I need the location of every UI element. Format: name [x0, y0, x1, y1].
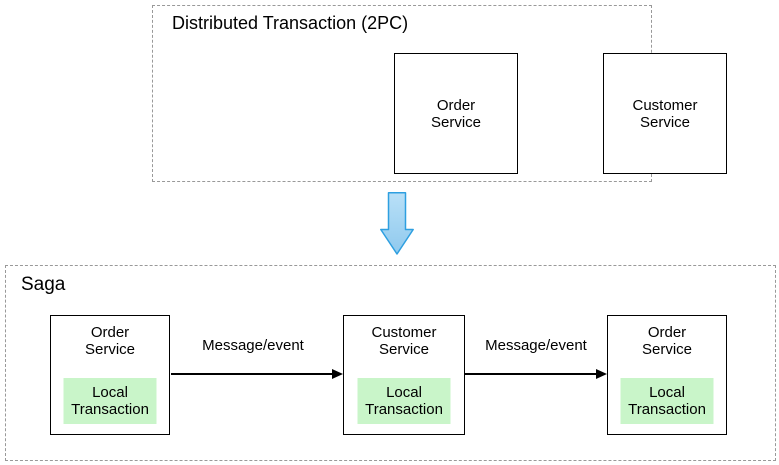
local-transaction-box-3: Local Transaction	[620, 378, 714, 424]
edge-message-event-2-arrowhead-icon	[596, 369, 607, 379]
group-saga: Saga Order Service Local Transaction Mes…	[5, 265, 776, 461]
local-transaction-box-1-label: Local Transaction	[71, 384, 149, 418]
node-order-service-2pc: Order Service	[394, 53, 518, 174]
node-order-service-2pc-label: Order Service	[430, 96, 482, 131]
group-saga-title: Saga	[21, 274, 66, 295]
local-transaction-box-2: Local Transaction	[357, 378, 451, 424]
node-customer-service-saga-label: Customer Service	[371, 324, 437, 358]
node-customer-service-saga: Customer Service Local Transaction	[343, 315, 465, 435]
block-arrow-down-icon	[380, 192, 414, 255]
edge-message-event-1-arrowhead-icon	[332, 369, 343, 379]
edge-message-event-1-line	[171, 373, 333, 375]
group-distributed-transaction: Distributed Transaction (2PC) Order Serv…	[152, 5, 727, 182]
edge-message-event-2-line	[465, 373, 597, 375]
node-order-service-saga-1: Order Service Local Transaction	[50, 315, 170, 435]
local-transaction-box-2-label: Local Transaction	[365, 384, 443, 418]
node-order-service-saga-1-label: Order Service	[84, 324, 136, 358]
node-order-service-saga-2-label: Order Service	[641, 324, 693, 358]
edge-message-event-1-label: Message/event	[202, 337, 304, 354]
local-transaction-box-3-label: Local Transaction	[628, 384, 706, 418]
node-order-service-saga-2: Order Service Local Transaction	[607, 315, 727, 435]
local-transaction-box-1: Local Transaction	[63, 378, 157, 424]
node-customer-service-2pc: Customer Service	[603, 53, 727, 174]
node-customer-service-2pc-label: Customer Service	[632, 96, 698, 131]
edge-message-event-2-label: Message/event	[485, 337, 587, 354]
group-distributed-transaction-title: Distributed Transaction (2PC)	[172, 13, 409, 33]
